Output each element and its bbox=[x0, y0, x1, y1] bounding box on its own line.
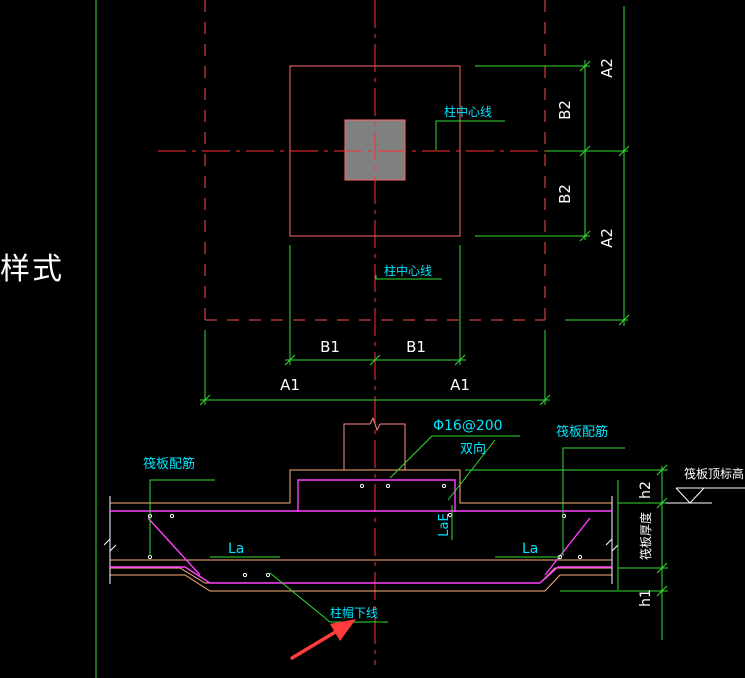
dim-a1-left: A1 bbox=[280, 376, 300, 394]
two-way-label: 双向 bbox=[460, 441, 486, 457]
raft-rebar-label-right: 筏板配筋 bbox=[556, 424, 608, 440]
section-leaders bbox=[149, 435, 625, 623]
la-label-right: La bbox=[522, 541, 538, 557]
dim-b1-right: B1 bbox=[406, 338, 426, 356]
right-dimension-lines bbox=[475, 6, 630, 326]
red-arrow-icon bbox=[290, 619, 356, 660]
rebar-spec-label: Φ16@200 bbox=[433, 418, 503, 434]
bottom-dimension-lines bbox=[199, 245, 551, 406]
dim-h2: h2 bbox=[638, 481, 654, 499]
dim-b1-left: B1 bbox=[320, 338, 340, 356]
dim-b2-lower: B2 bbox=[556, 184, 574, 204]
rebar-dots bbox=[147, 483, 583, 578]
section-dimension-lines bbox=[465, 464, 668, 640]
break-marks bbox=[103, 496, 619, 584]
lae-label: LaE bbox=[437, 513, 452, 536]
raft-rebar bbox=[110, 479, 612, 584]
side-title: 样式 bbox=[0, 252, 64, 287]
center-line-leaders bbox=[375, 120, 505, 280]
dim-a2-upper: A2 bbox=[598, 58, 616, 78]
dim-raft-thickness: 筏板厚度 bbox=[638, 512, 653, 560]
column-stub-outline bbox=[343, 416, 406, 470]
la-label-left: La bbox=[228, 541, 244, 557]
raft-top-elevation-label: 筏板顶标高 bbox=[684, 466, 744, 481]
dim-a1-right: A1 bbox=[450, 376, 470, 394]
dim-b2-upper: B2 bbox=[556, 100, 574, 120]
center-line-label-top: 柱中心线 bbox=[444, 104, 492, 119]
cap-outer-dashed-outline bbox=[204, 0, 546, 321]
raft-outline bbox=[110, 469, 612, 592]
center-line-label-mid: 柱中心线 bbox=[384, 263, 432, 278]
cap-bottom-line-label: 柱帽下线 bbox=[330, 605, 378, 620]
dim-h1: h1 bbox=[638, 589, 654, 607]
elevation-triangle-icon bbox=[666, 487, 745, 504]
raft-rebar-label-left: 筏板配筋 bbox=[143, 456, 195, 472]
dim-a2-lower: A2 bbox=[598, 228, 616, 248]
